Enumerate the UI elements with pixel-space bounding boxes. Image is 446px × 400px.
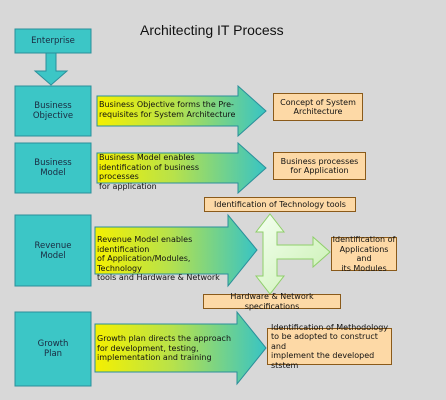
revenue-model-box xyxy=(14,214,92,287)
enterprise-down-arrow xyxy=(33,52,69,86)
growth-plan-arrow xyxy=(94,310,267,386)
business-objective-arrow-text: Business Objective forms the Pre- requis… xyxy=(99,100,236,119)
page-title: Architecting IT Process xyxy=(140,22,284,38)
hardware-network-box: Hardware & Network specifications xyxy=(203,292,341,311)
business-model-label: Business Model xyxy=(34,158,72,178)
business-objective-box xyxy=(14,85,92,137)
business-model-arrow-text: Business Model enables identification of… xyxy=(99,153,199,191)
enterprise-label: Enterprise xyxy=(31,36,75,46)
growth-plan-arrow-text: Growth plan directs the approach for dev… xyxy=(97,334,232,362)
business-processes-box: Business processes for Application xyxy=(273,152,366,180)
business-model-arrow xyxy=(96,141,267,195)
business-objective-arrow xyxy=(96,84,267,138)
revenue-model-arrow-text: Revenue Model enables identification of … xyxy=(97,235,220,282)
growth-plan-label: Growth Plan xyxy=(37,339,69,359)
methodology-box: Identification of Methodology to be adop… xyxy=(267,323,392,370)
concept-of-system-architecture-box: Concept of System Architecture xyxy=(273,93,363,121)
business-model-box xyxy=(14,142,92,194)
growth-plan-box xyxy=(14,311,92,387)
enterprise-box xyxy=(14,28,92,54)
revenue-model-label: Revenue Model xyxy=(34,240,72,261)
business-objective-label: Business Objective xyxy=(32,101,74,121)
revenue-model-arrow xyxy=(94,213,258,288)
cross-connector xyxy=(254,213,331,295)
technology-tools-box: Identification of Technology tools xyxy=(204,197,356,212)
applications-modules-box: Identification of Applications and its M… xyxy=(331,235,397,273)
